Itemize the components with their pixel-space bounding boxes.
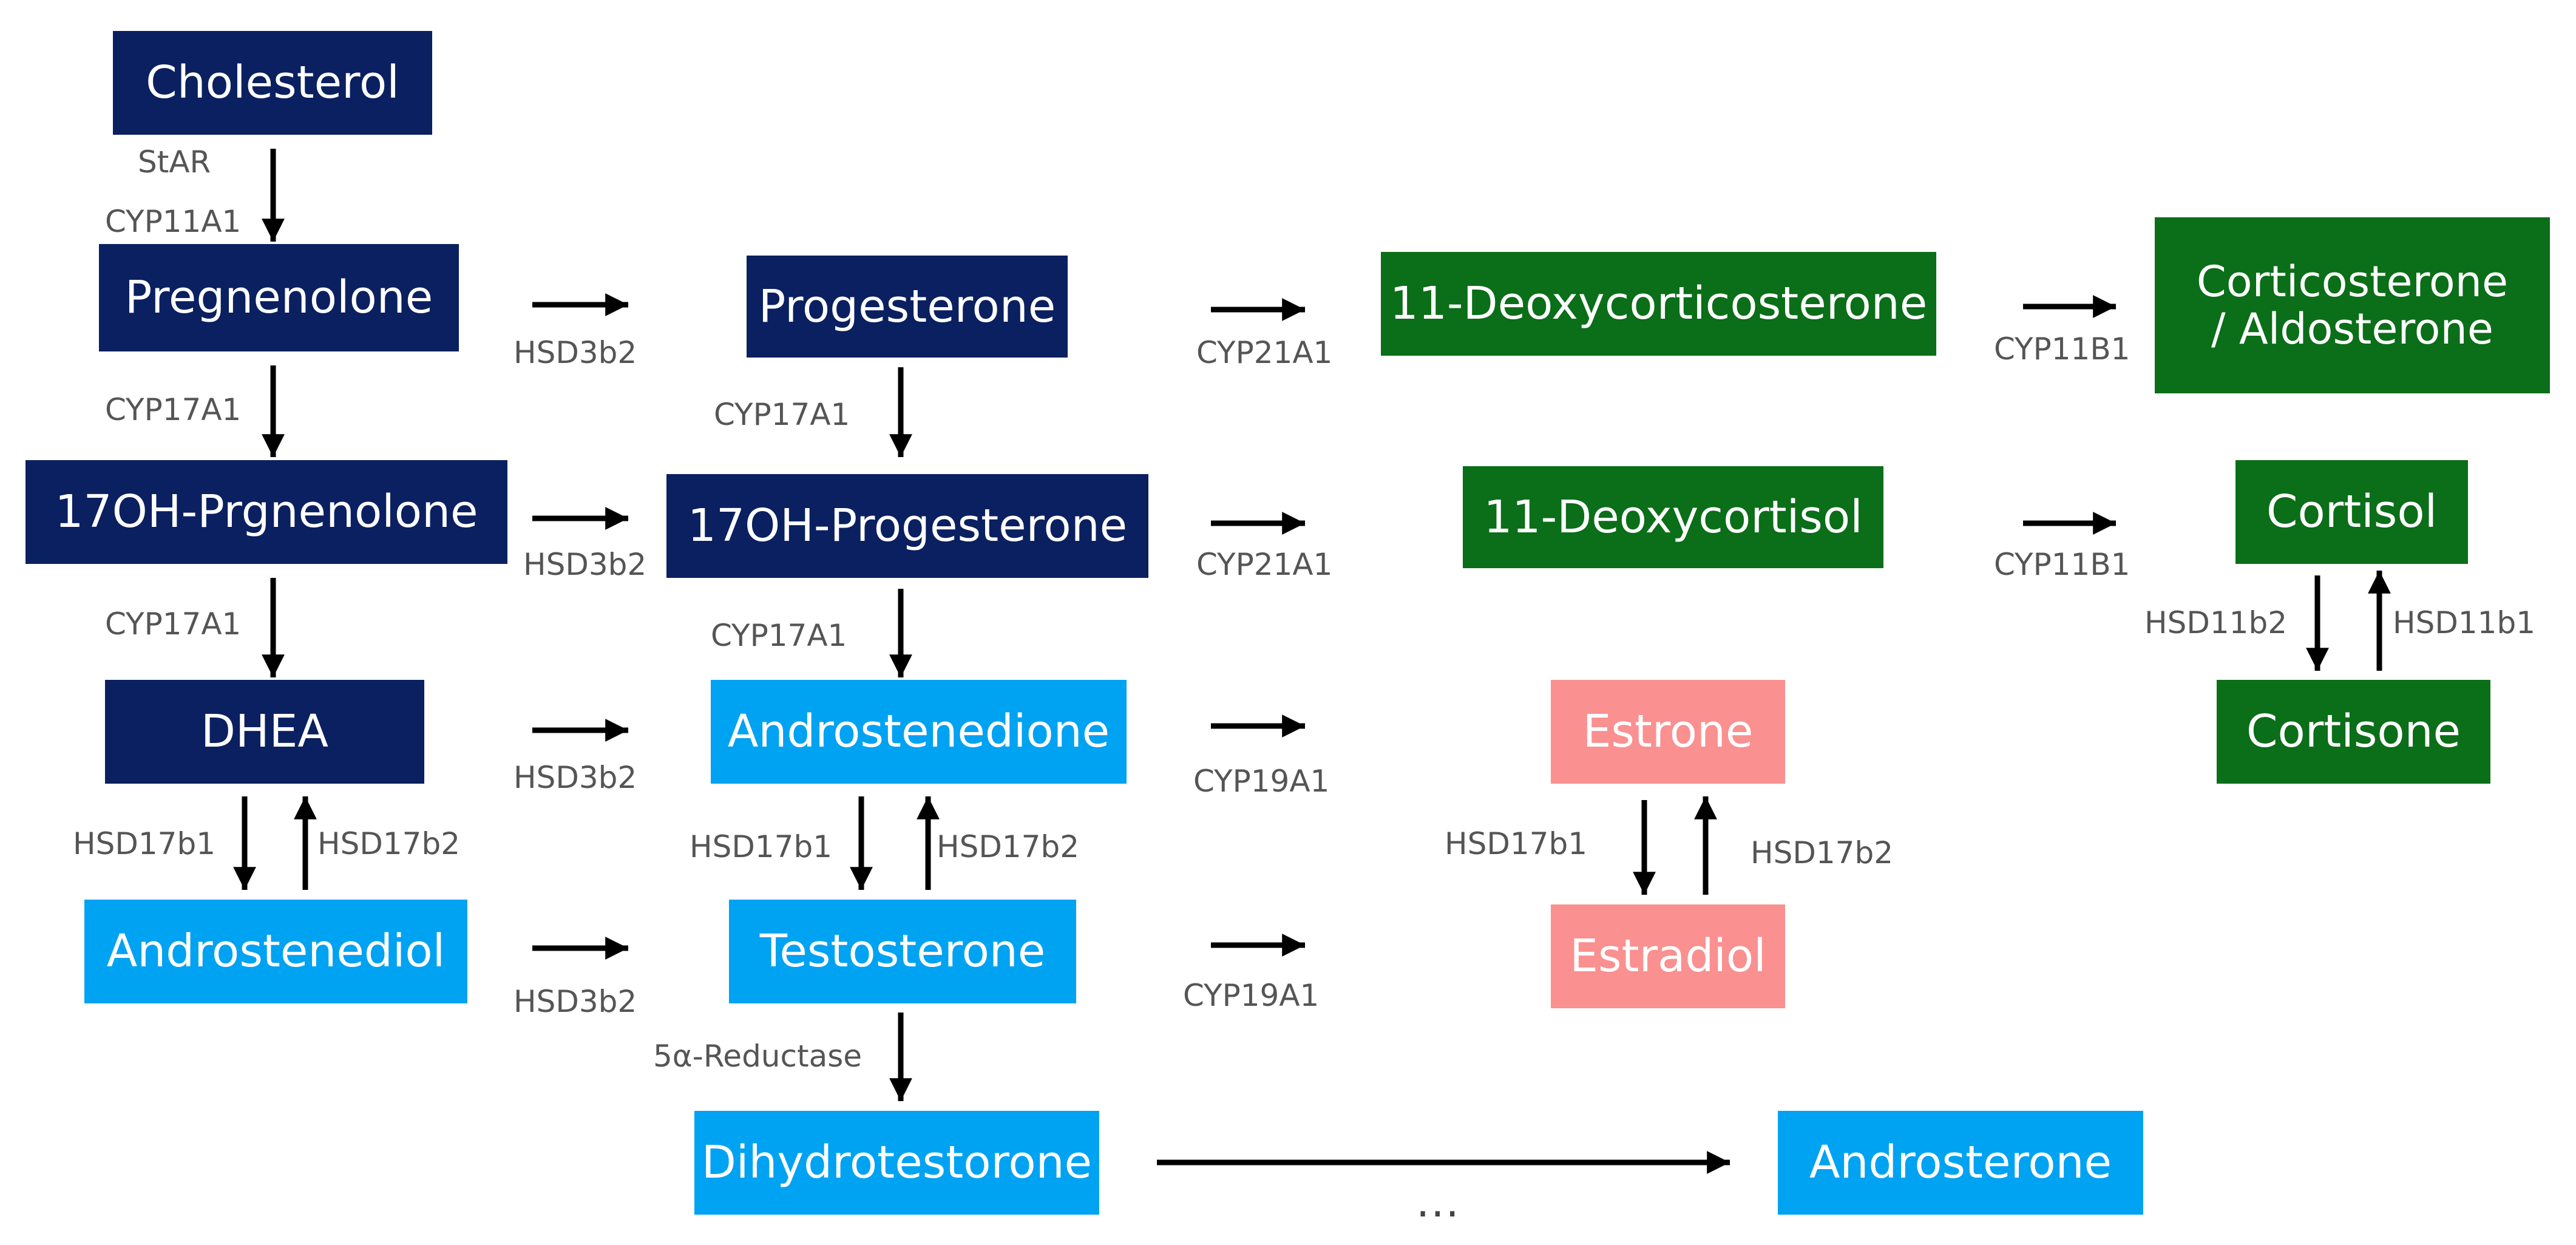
- node-estrone: Estrone: [1551, 680, 1785, 784]
- node-corticosterone-aldosterone: Corticosterone / Aldosterone: [2155, 217, 2550, 393]
- node-dhea: DHEA: [105, 680, 424, 784]
- ellipsis-label: ...: [1416, 1177, 1460, 1227]
- enzyme-label-hsd17b1: HSD17b1: [690, 829, 833, 864]
- node-17oh-pregnenolone: 17OH-Prgnenolone: [25, 460, 507, 564]
- enzyme-label-hsd3b2: HSD3b2: [514, 760, 637, 795]
- enzyme-label-hsd17b2: HSD17b2: [317, 826, 461, 861]
- enzyme-label-hsd3b2: HSD3b2: [514, 335, 637, 370]
- node-11-deoxycorticosterone: 11-Deoxycorticosterone: [1381, 252, 1936, 356]
- node-androstenedione: Androstenedione: [711, 680, 1127, 784]
- enzyme-label-cyp11a1: CYP11A1: [105, 204, 242, 239]
- node-11-deoxycortisol: 11-Deoxycortisol: [1463, 466, 1883, 568]
- enzyme-label-hsd17b2: HSD17b2: [937, 829, 1080, 864]
- node-cortisol: Cortisol: [2235, 460, 2468, 564]
- node-progesterone: Progesterone: [747, 256, 1068, 358]
- node-dihydrotestosterone: Dihydrotestorone: [694, 1111, 1099, 1215]
- aldosterone-label: / Aldosterone: [2211, 304, 2493, 354]
- enzyme-label-5a-reductase: 5α-Reductase: [653, 1039, 863, 1074]
- node-androsterone: Androsterone: [1778, 1111, 2143, 1215]
- enzyme-label-cyp17a1: CYP17A1: [711, 618, 847, 653]
- enzyme-label-cyp17a1: CYP17A1: [105, 606, 242, 642]
- enzyme-label-hsd3b2: HSD3b2: [523, 547, 647, 582]
- enzyme-label-cyp17a1: CYP17A1: [714, 397, 850, 432]
- enzyme-label-cyp21a1: CYP21A1: [1196, 335, 1333, 370]
- node-androstenediol: Androstenediol: [84, 900, 467, 1003]
- enzyme-label-hsd11b2: HSD11b2: [2144, 605, 2288, 640]
- enzyme-label-star: StAR: [138, 144, 211, 180]
- node-pregnenolone: Pregnenolone: [99, 244, 459, 351]
- corticosterone-label: Corticosterone: [2196, 256, 2509, 307]
- enzyme-label-cyp19a1: CYP19A1: [1193, 764, 1330, 799]
- node-17oh-progesterone: 17OH-Progesterone: [666, 474, 1148, 578]
- node-estradiol: Estradiol: [1551, 904, 1785, 1008]
- enzyme-label-cyp17a1: CYP17A1: [105, 392, 242, 427]
- node-testosterone: Testosterone: [729, 900, 1076, 1003]
- enzyme-label-hsd17b1: HSD17b1: [73, 826, 216, 861]
- enzyme-label-hsd17b1: HSD17b1: [1445, 826, 1588, 861]
- enzyme-label-hsd3b2: HSD3b2: [514, 984, 637, 1019]
- node-cortisone: Cortisone: [2217, 680, 2490, 784]
- enzyme-label-cyp11b1: CYP11B1: [1994, 331, 2130, 367]
- enzyme-label-hsd17b2: HSD17b2: [1751, 835, 1894, 870]
- enzyme-label-cyp19a1: CYP19A1: [1183, 978, 1320, 1013]
- enzyme-label-cyp21a1: CYP21A1: [1196, 547, 1333, 582]
- enzyme-label-hsd11b1: HSD11b1: [2393, 605, 2536, 640]
- enzyme-label-cyp11b1: CYP11B1: [1994, 547, 2130, 582]
- node-cholesterol: Cholesterol: [113, 31, 432, 135]
